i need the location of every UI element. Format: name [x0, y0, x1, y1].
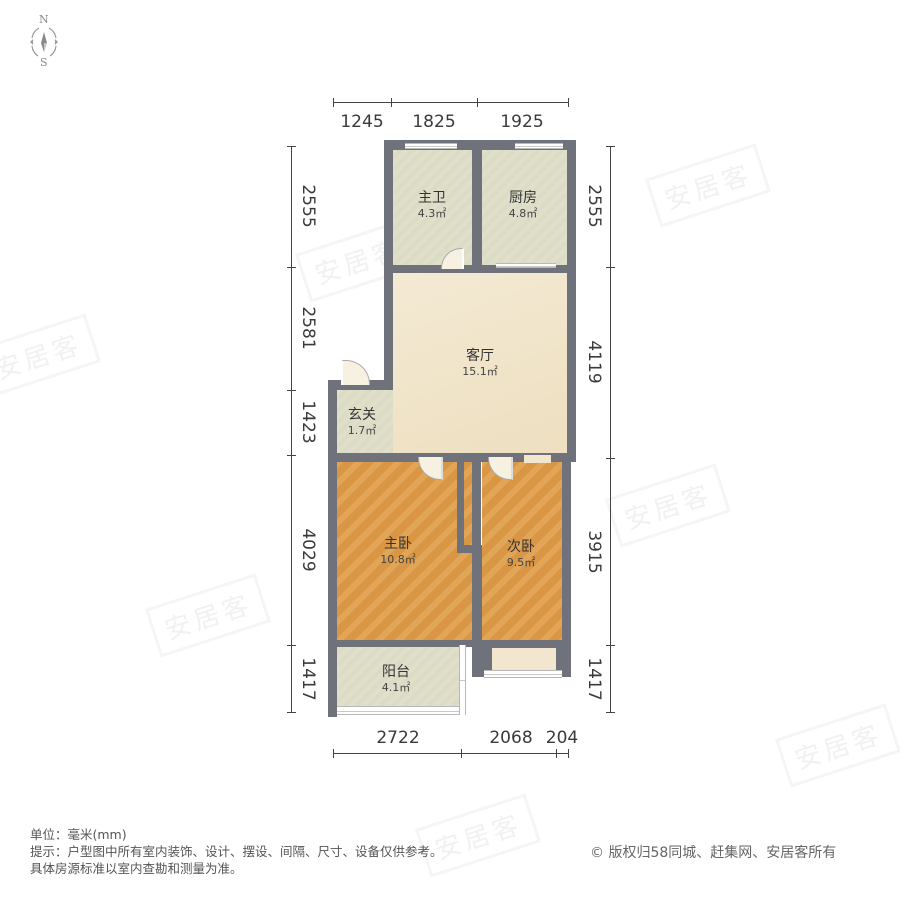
dimension-label: 4029 — [298, 528, 318, 572]
room-label-kitchen: 厨房 4.8㎡ — [508, 190, 538, 220]
footer-notes: 单位：毫米(mm) 提示：户型图中所有室内装饰、设计、摆设、间隔、尺寸、设备仅供… — [30, 826, 443, 877]
room-label-balcony: 阳台 4.1㎡ — [381, 664, 411, 694]
dimension-label: 3915 — [584, 530, 604, 574]
wall — [457, 455, 464, 552]
watermark: 安居客 — [604, 463, 732, 548]
compass-icon — [30, 27, 58, 57]
window — [515, 143, 563, 149]
disclaimer-line-2: 具体房源标准以室内查勘和测量为准。 — [30, 861, 243, 876]
compass-south: S — [40, 56, 48, 69]
wall — [482, 645, 492, 677]
compass-north: N — [39, 13, 49, 26]
wall — [384, 140, 393, 380]
dimension-label: 1245 — [340, 112, 384, 132]
watermark: 安居客 — [0, 313, 102, 398]
unit-text: 单位：毫米(mm) — [30, 827, 127, 842]
wall — [328, 453, 573, 462]
window — [405, 143, 457, 149]
closet-niche — [524, 455, 551, 463]
room-label-master-bath: 主卫 4.3㎡ — [417, 190, 447, 220]
wall — [328, 380, 337, 717]
room-master-bath — [392, 150, 472, 266]
dimension-label: 1417 — [298, 657, 318, 701]
dimension-label: 1925 — [500, 112, 544, 132]
window — [337, 706, 465, 715]
dimension-label: 1417 — [584, 657, 604, 701]
wall — [384, 265, 574, 273]
compass: N S — [22, 13, 66, 69]
dimension-label: 2068 — [489, 728, 533, 748]
dimension-label: 2555 — [584, 184, 604, 228]
room-label-living: 客厅 15.1㎡ — [462, 348, 498, 378]
copyright-text: © 版权归58同城、赶集网、安居客所有 — [590, 845, 837, 861]
dimension-label: 2581 — [298, 306, 318, 350]
dimension-label: 2555 — [298, 184, 318, 228]
watermark: 安居客 — [774, 703, 900, 788]
dimension-label: 1423 — [298, 400, 318, 444]
room-label-second-bedroom: 次卧 9.5㎡ — [506, 539, 536, 569]
room-master-bedroom — [337, 460, 472, 642]
wall — [567, 140, 576, 462]
room-label-master-bedroom: 主卧 10.8㎡ — [380, 536, 416, 566]
dimension-label: 204 — [545, 728, 579, 748]
room-kitchen — [482, 150, 567, 266]
wall — [481, 640, 571, 648]
watermark: 安居客 — [144, 573, 272, 658]
window — [459, 645, 466, 715]
wall — [556, 645, 566, 677]
wall — [472, 455, 481, 552]
dimension-label: 2722 — [376, 728, 420, 748]
watermark: 安居客 — [644, 143, 772, 228]
room-foyer — [337, 390, 393, 453]
wall — [457, 545, 481, 553]
room-living — [392, 272, 567, 456]
wall — [472, 140, 482, 270]
room-label-foyer: 玄关 1.7㎡ — [347, 407, 377, 437]
wall — [472, 545, 482, 677]
dimension-label: 1825 — [412, 112, 456, 132]
window — [484, 670, 562, 678]
door-entrance — [341, 360, 370, 385]
wall — [562, 455, 571, 677]
dimension-label: 4119 — [584, 340, 604, 384]
room-balcony — [337, 645, 460, 707]
room-second-bedroom — [482, 460, 567, 642]
window — [496, 263, 556, 268]
wall — [328, 640, 478, 647]
disclaimer-line-1: 提示：户型图中所有室内装饰、设计、摆设、间隔、尺寸、设备仅供参考。 — [30, 844, 443, 859]
wall — [328, 380, 393, 390]
bay-window-second-bedroom — [492, 648, 556, 670]
